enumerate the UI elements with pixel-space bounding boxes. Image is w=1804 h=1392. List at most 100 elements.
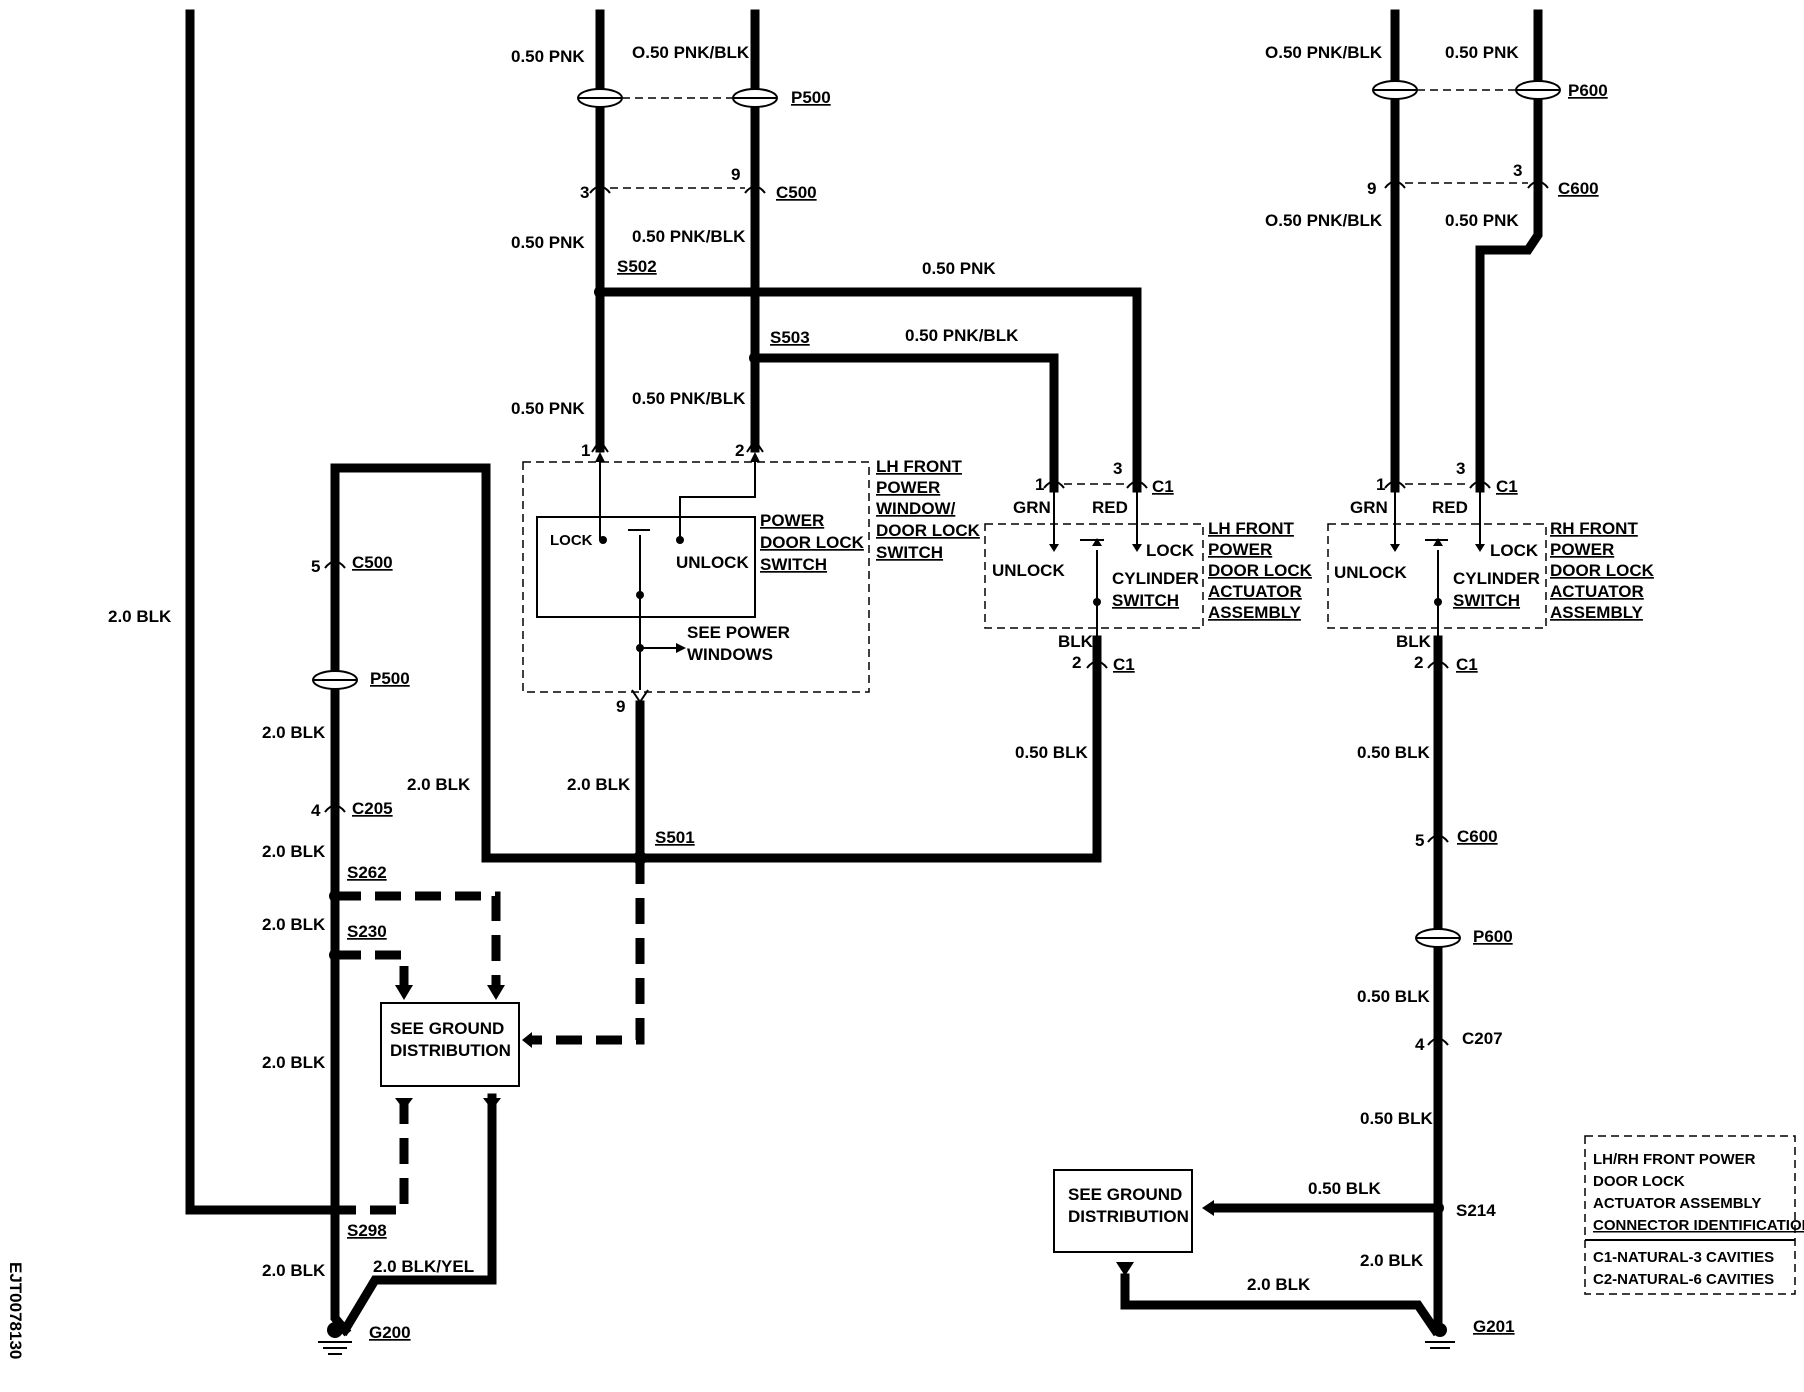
label-wire: 0.50 BLK (1308, 1179, 1381, 1198)
svg-text:WINDOW/: WINDOW/ (876, 499, 956, 518)
label-wire: O.50 PNK/BLK (1265, 211, 1383, 230)
label-connector: C600 (1558, 179, 1599, 198)
wire-s501-loop (330, 463, 1102, 863)
wire-s262-ground (335, 891, 501, 985)
label-pin: 3 (1113, 459, 1122, 478)
label-pin: 2 (735, 441, 744, 460)
unlock-label: UNLOCK (1334, 563, 1407, 582)
label-wire: 0.50 BLK (1357, 987, 1430, 1006)
svg-text:POWER: POWER (1550, 540, 1614, 559)
label-wire: 0.50 BLK (1357, 743, 1430, 762)
svg-text:SWITCH: SWITCH (1453, 591, 1520, 610)
passthroughs (312, 80, 1561, 948)
svg-text:SWITCH: SWITCH (876, 543, 943, 562)
p600-rh-pnkblk (1372, 80, 1418, 100)
label-pin: 1 (1376, 475, 1385, 494)
label-wire: 2.0 BLK (1247, 1275, 1311, 1294)
label-wire: 2.0 BLK (262, 915, 326, 934)
svg-text:SWITCH: SWITCH (1112, 591, 1179, 610)
diagram-id: EJT0078130 (6, 1262, 25, 1359)
label-pin: 2 (1072, 653, 1081, 672)
label-connector: P500 (370, 669, 410, 688)
p500-left (312, 670, 358, 690)
components (380, 452, 1796, 1295)
p500-lh-pnkblk (732, 88, 778, 108)
see-ground-right: SEE GROUND (1068, 1185, 1182, 1204)
labels: 0.50 PNK O.50 PNK/BLK P500 3 9 C500 0.50… (6, 43, 1804, 1359)
label-wire: 2.0 BLK (108, 607, 172, 626)
label-wire: 0.50 PNK (511, 399, 585, 418)
see-ground-left-box (380, 1002, 520, 1087)
label-connector: C1 (1496, 477, 1518, 496)
label-pin: 1 (1035, 475, 1044, 494)
label-pin: 5 (311, 557, 320, 576)
dot-s230 (329, 949, 341, 961)
label-connector: C207 (1462, 1029, 1503, 1048)
label-splice: S230 (347, 922, 387, 941)
see-ground-left: SEE GROUND (390, 1019, 504, 1038)
label-splice: S262 (347, 863, 387, 882)
dot-s502 (594, 286, 606, 298)
label-connector: C600 (1457, 827, 1498, 846)
dot-s503 (749, 352, 761, 364)
door-lock-switch-title: POWER (760, 511, 824, 530)
ground-symbols (318, 1322, 1455, 1355)
svg-text:DISTRIBUTION: DISTRIBUTION (390, 1041, 511, 1060)
label-wire: 2.0 BLK (262, 723, 326, 742)
label-wire: 0.50 PNK/BLK (632, 227, 746, 246)
legend-row: C2-NATURAL-6 CAVITIES (1593, 1271, 1774, 1288)
label-connector: C1 (1456, 655, 1478, 674)
wire-s503 (750, 353, 1059, 493)
cylinder-switch-label: CYLINDER (1453, 569, 1540, 588)
label-wire: O.50 PNK/BLK (632, 43, 750, 62)
label-wire: 2.0 BLK (407, 775, 471, 794)
wire-s230-ground (335, 950, 409, 985)
svg-text:DOOR LOCK: DOOR LOCK (1593, 1173, 1685, 1190)
svg-text:POWER: POWER (1208, 540, 1272, 559)
label-wire: O.50 PNK/BLK (1265, 43, 1383, 62)
label-splice: S503 (770, 328, 810, 347)
label-ground: G201 (1473, 1317, 1515, 1336)
label-wire: 0.50 PNK/BLK (632, 389, 746, 408)
label-pin: 5 (1415, 831, 1424, 850)
lh-switch-title: LH FRONT (876, 457, 963, 476)
wire-s501-ground (532, 858, 645, 1045)
splice-dots (329, 286, 1444, 1216)
lock-label: LOCK (550, 532, 593, 549)
lh-actuator-title: LH FRONT (1208, 519, 1295, 538)
legend-row: C1-NATURAL-3 CAVITIES (1593, 1249, 1774, 1266)
wire-g201 (1120, 1273, 1442, 1337)
label-wire: 2.0 BLK (567, 775, 631, 794)
label-connector: P600 (1568, 81, 1608, 100)
dot-s298 (329, 1204, 341, 1216)
cylinder-switch-label: CYLINDER (1112, 569, 1199, 588)
door-lock-switch-box (536, 516, 756, 618)
dot-s214 (1432, 1202, 1444, 1214)
label-wire: 0.50 PNK (922, 259, 996, 278)
label-wire: BLK (1058, 632, 1094, 651)
label-pin: 4 (1415, 1035, 1425, 1054)
p500-lh-pnk (577, 88, 623, 108)
label-wire: 0.50 BLK (1015, 743, 1088, 762)
label-ground: G200 (369, 1323, 411, 1342)
label-connector: P600 (1473, 927, 1513, 946)
svg-text:ACTUATOR: ACTUATOR (1208, 582, 1302, 601)
lock-label: LOCK (1490, 541, 1539, 560)
label-connector: C500 (352, 553, 393, 572)
label-pin: 3 (580, 183, 589, 202)
label-wire: 2.0 BLK (1360, 1251, 1424, 1270)
label-pin: 9 (1367, 179, 1376, 198)
label-pin: 1 (581, 441, 590, 460)
label-connector: P500 (791, 88, 831, 107)
label-wire: RED (1092, 498, 1128, 517)
label-wire: 2.0 BLK (262, 1053, 326, 1072)
label-pin: 3 (1513, 161, 1522, 180)
label-wire: 0.50 PNK/BLK (905, 326, 1019, 345)
svg-text:DOOR LOCK: DOOR LOCK (1550, 561, 1655, 580)
label-wire: BLK (1396, 632, 1432, 651)
ground-g200 (318, 1322, 352, 1355)
wire-s298-ground (335, 1098, 409, 1215)
svg-text:ACTUATOR: ACTUATOR (1550, 582, 1644, 601)
label-wire: 0.50 PNK (1445, 43, 1519, 62)
